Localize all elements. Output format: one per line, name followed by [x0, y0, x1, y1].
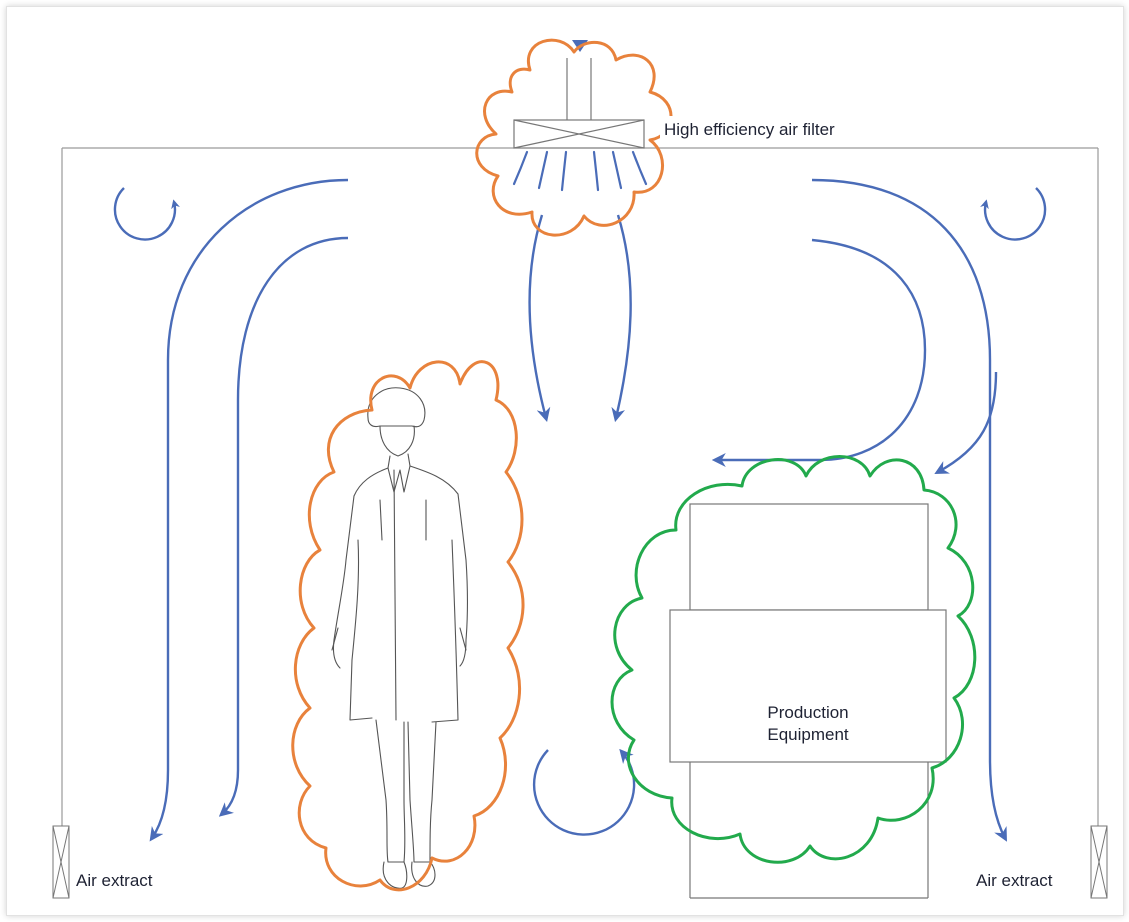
equipment-label-line1: Production	[767, 703, 848, 722]
production-equipment	[669, 503, 947, 899]
room-outline	[61, 147, 1099, 826]
air-extract-vent-left	[52, 825, 70, 899]
filter-label: High efficiency air filter	[664, 120, 835, 139]
airflow-arrow-down-right	[611, 214, 632, 423]
airflow-arrow-right-inner	[934, 371, 998, 475]
circulation-arrow-top-left	[113, 187, 180, 241]
contamination-cloud-person	[291, 360, 525, 892]
airflow-arrow-right-outer	[811, 178, 1007, 842]
filter-diffuser-lines	[512, 150, 648, 192]
contamination-cloud-filter	[475, 38, 673, 237]
equipment-label-line2: Equipment	[767, 725, 849, 744]
airflow-arrow-left-outer	[149, 178, 349, 842]
air-extract-label-left: Air extract	[76, 871, 153, 890]
airflow-arrow-left-inner	[218, 236, 349, 817]
circulation-arrow-top-right	[980, 187, 1047, 241]
cleanroom-worker-figure	[331, 387, 469, 889]
contamination-cloud-equipment	[610, 455, 977, 864]
airflow-arrow-right-loop	[711, 238, 927, 467]
air-filter-housing	[513, 58, 645, 149]
circulation-arrow-bottom-center	[532, 748, 636, 836]
air-extract-label-right: Air extract	[976, 871, 1053, 890]
air-extract-vent-right	[1090, 825, 1108, 899]
airflow-arrows	[113, 178, 1047, 842]
airflow-arrow-down-left	[528, 214, 551, 423]
